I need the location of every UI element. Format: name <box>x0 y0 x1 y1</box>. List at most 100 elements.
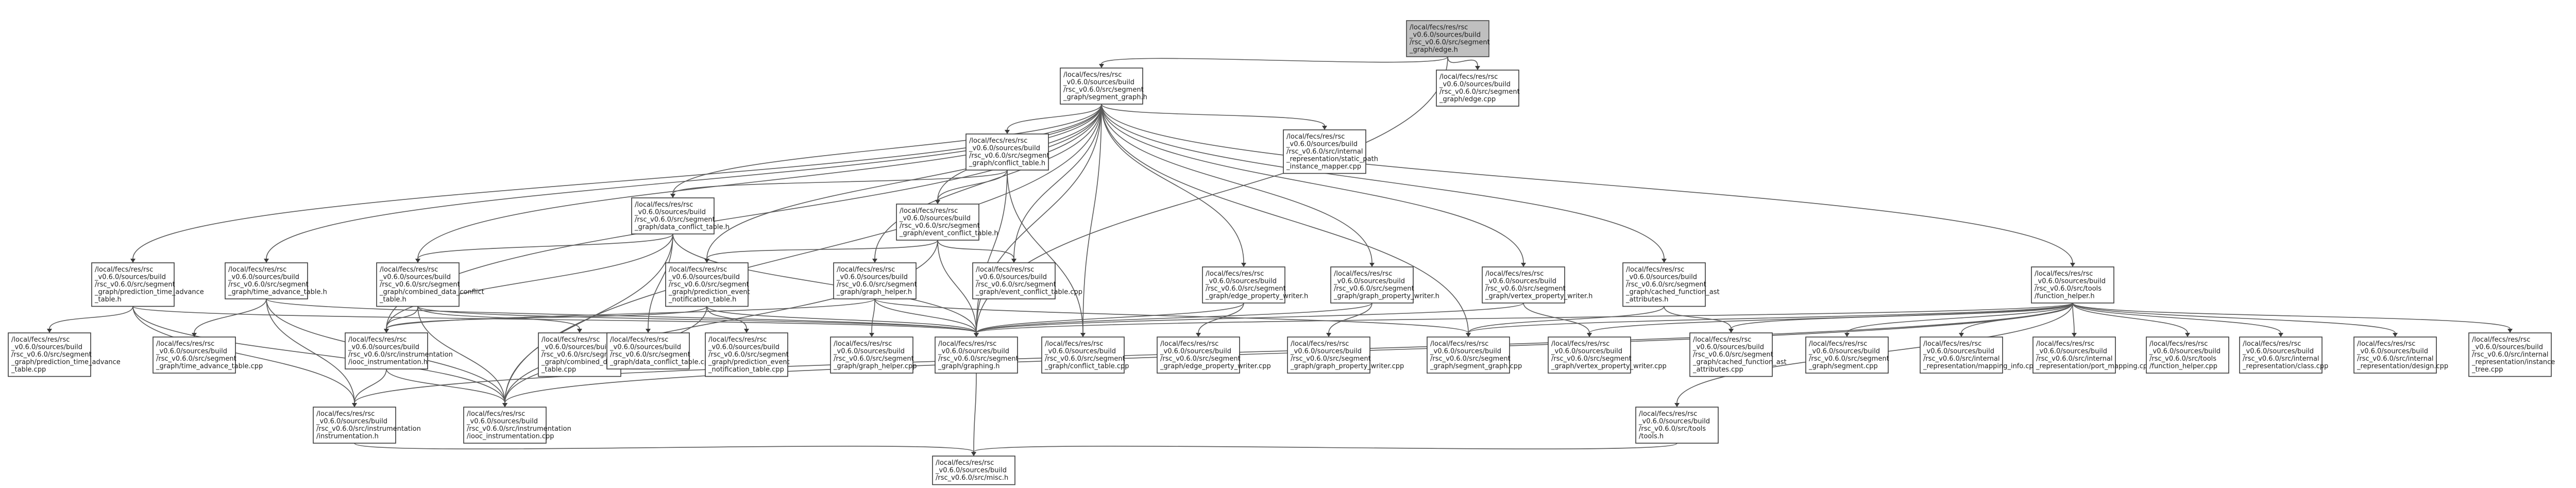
edge-arrowhead <box>971 452 976 456</box>
node-label-line: _graph/vertex_property_writer.cpp <box>1551 363 1667 371</box>
edge-arrowhead <box>1322 126 1327 130</box>
node-label-line: /local/fecs/res/rsc <box>2149 340 2208 348</box>
edge-arrowhead <box>744 329 749 333</box>
node-label-line: /rsc_v0.6.0/src/tools <box>2035 285 2102 293</box>
edge-time-advance-table-h-to-instrumentation-h <box>266 298 355 403</box>
node-event-conflict-table-h[interactable]: /local/fecs/res/rsc_v0.6.0/sources/build… <box>896 204 998 241</box>
node-vertex-property-writer-cpp[interactable]: /local/fecs/res/rsc_v0.6.0/sources/build… <box>1548 336 1667 374</box>
node-edge-property-writer-h[interactable]: /local/fecs/res/rsc_v0.6.0/sources/build… <box>1202 266 1308 304</box>
edge-arrowhead <box>264 259 269 263</box>
edge-arrowhead <box>935 200 940 204</box>
edge-prediction-time-advance-h-to-prediction-time-advance-cpp <box>49 306 133 329</box>
node-class-cpp[interactable]: /local/fecs/res/rsc_v0.6.0/sources/build… <box>2239 336 2328 374</box>
node-function-helper-h[interactable]: /local/fecs/res/rsc_v0.6.0/sources/build… <box>2031 266 2114 304</box>
node-prediction-time-advance-h[interactable]: /local/fecs/res/rsc_v0.6.0/sources/build… <box>91 262 204 307</box>
node-label-line: _graph/cached_function_ast <box>1625 289 1720 296</box>
node-label-line: _tree.cpp <box>2471 366 2503 374</box>
node-prediction-time-advance-cpp[interactable]: /local/fecs/res/rsc_v0.6.0/sources/build… <box>8 332 121 377</box>
edge-combined-data-conflict-h-to-iooc-instrumentation-cpp <box>417 306 505 403</box>
node-label-line: _graph/combined_data_conflict <box>379 289 484 296</box>
node-label-line: /rsc_v0.6.0/src/segment <box>1291 355 1371 363</box>
node-prediction-event-cpp[interactable]: /local/fecs/res/rsc_v0.6.0/sources/build… <box>705 332 790 377</box>
node-combined-data-conflict-h[interactable]: /local/fecs/res/rsc_v0.6.0/sources/build… <box>376 262 484 307</box>
edge-arrowhead <box>1080 333 1086 337</box>
node-static-path-mapper[interactable]: /local/fecs/res/rsc_v0.6.0/sources/build… <box>1283 129 1378 174</box>
edge-arrowhead <box>2072 333 2077 337</box>
node-graphing-h[interactable]: /local/fecs/res/rsc_v0.6.0/sources/build… <box>935 336 1019 374</box>
node-label-line: /local/fecs/res/rsc <box>467 410 525 418</box>
edge-arrowhead <box>2393 333 2398 337</box>
node-segment-cpp[interactable]: /local/fecs/res/rsc_v0.6.0/sources/build… <box>1805 336 1889 374</box>
node-label-line: _graph/edge.cpp <box>1439 96 1496 104</box>
edge-function-helper-h-to-class-cpp <box>2072 302 2281 333</box>
node-label-line: /rsc_v0.6.0/src/segment <box>635 216 715 224</box>
node-graph-property-writer-h[interactable]: /local/fecs/res/rsc_v0.6.0/sources/build… <box>1330 266 1439 304</box>
edge-event-conflict-table-h-to-graphing-h <box>937 240 977 333</box>
node-misc-h[interactable]: /local/fecs/res/rsc_v0.6.0/sources/build… <box>932 456 1015 485</box>
edge-iooc-instrumentation-h-to-instrumentation-h <box>354 368 387 403</box>
node-cached-function-attr-cpp[interactable]: /local/fecs/res/rsc_v0.6.0/sources/build… <box>1689 332 1787 377</box>
node-label-line: _v0.6.0/sources/build <box>938 348 1009 356</box>
node-conflict-table-h[interactable]: /local/fecs/res/rsc_v0.6.0/sources/build… <box>965 133 1049 171</box>
node-box <box>1920 336 2003 374</box>
edges <box>47 56 2513 456</box>
node-box <box>965 133 1049 171</box>
edge-arrowhead <box>1475 66 1480 70</box>
node-label-line: /local/fecs/res/rsc <box>936 459 994 467</box>
node-tools-h[interactable]: /local/fecs/res/rsc_v0.6.0/sources/build… <box>1635 407 1719 444</box>
node-mapping-info-cpp[interactable]: /local/fecs/res/rsc_v0.6.0/sources/build… <box>1920 336 2038 374</box>
node-edge-h[interactable]: /local/fecs/res/rsc_v0.6.0/sources/build… <box>1406 20 1490 57</box>
node-iooc-instrumentation-cpp[interactable]: /local/fecs/res/rsc_v0.6.0/sources/build… <box>463 407 571 444</box>
edge-vertex-property-writer-h-to-vertex-property-writer-cpp <box>1523 302 1590 333</box>
node-box <box>833 262 917 299</box>
node-instrumentation-h[interactable]: /local/fecs/res/rsc_v0.6.0/sources/build… <box>313 407 421 444</box>
node-label-line: _graph/segment_graph.h <box>1063 94 1147 102</box>
edge-conflict-table-h-to-event-conflict-table-h <box>937 170 1008 200</box>
node-label-line: /rsc_v0.6.0/src/segment <box>228 281 309 289</box>
node-time-advance-table-cpp[interactable]: /local/fecs/res/rsc_v0.6.0/sources/build… <box>152 336 263 374</box>
edge-function-helper-h-to-instance-tree-cpp <box>2072 302 2511 329</box>
node-label-line: /local/fecs/res/rsc <box>1160 340 1218 348</box>
node-iooc-instrumentation-h[interactable]: /local/fecs/res/rsc_v0.6.0/sources/build… <box>345 332 453 369</box>
node-conflict-table-cpp[interactable]: /local/fecs/res/rsc_v0.6.0/sources/build… <box>1041 336 1129 374</box>
node-edge-property-writer-cpp[interactable]: /local/fecs/res/rsc_v0.6.0/sources/build… <box>1157 336 1271 374</box>
node-box <box>345 332 428 369</box>
node-vertex-property-writer-h[interactable]: /local/fecs/res/rsc_v0.6.0/sources/build… <box>1482 266 1592 304</box>
edge-function-helper-h-to-design-cpp <box>2072 302 2396 333</box>
edge-arrowhead <box>646 329 651 333</box>
node-data-conflict-table-cpp[interactable]: /local/fecs/res/rsc_v0.6.0/sources/build… <box>606 332 713 369</box>
edge-arrowhead <box>1099 64 1104 68</box>
node-label-line: /rsc_v0.6.0/src/segment <box>669 281 749 289</box>
node-label-line: /local/fecs/res/rsc <box>976 266 1034 274</box>
node-label-line: /rsc_v0.6.0/src/segment <box>1063 86 1144 94</box>
node-box <box>2353 336 2437 374</box>
node-function-helper-cpp[interactable]: /local/fecs/res/rsc_v0.6.0/sources/build… <box>2146 336 2229 374</box>
node-label-line: _graph/conflict_table.h <box>969 160 1045 167</box>
node-graph-property-writer-cpp[interactable]: /local/fecs/res/rsc_v0.6.0/sources/build… <box>1287 336 1404 374</box>
node-event-conflict-table-cpp[interactable]: /local/fecs/res/rsc_v0.6.0/sources/build… <box>972 262 1082 299</box>
node-label-line: /rsc_v0.6.0/src/instrumentation <box>316 425 421 433</box>
edge-arrowhead <box>577 329 582 333</box>
node-label-line: /iooc_instrumentation.h <box>348 359 428 366</box>
node-cached-function-attr-h[interactable]: /local/fecs/res/rsc_v0.6.0/sources/build… <box>1622 262 1720 307</box>
node-box <box>1330 266 1414 304</box>
node-design-cpp[interactable]: /local/fecs/res/rsc_v0.6.0/sources/build… <box>2353 336 2448 374</box>
node-data-conflict-table-h[interactable]: /local/fecs/res/rsc_v0.6.0/sources/build… <box>631 197 730 234</box>
node-label-line: /rsc_v0.6.0/src/internal <box>1286 148 1363 156</box>
node-segment-graph-cpp[interactable]: /local/fecs/res/rsc_v0.6.0/sources/build… <box>1427 336 1522 374</box>
node-label-line: _v0.6.0/sources/build <box>1808 348 1880 356</box>
node-time-advance-table-h[interactable]: /local/fecs/res/rsc_v0.6.0/sources/build… <box>225 262 327 299</box>
node-label-line: /rsc_v0.6.0/src/segment <box>1551 355 1632 363</box>
node-box <box>152 336 236 374</box>
node-box <box>1689 332 1773 377</box>
node-edge-cpp[interactable]: /local/fecs/res/rsc_v0.6.0/sources/build… <box>1436 70 1520 107</box>
node-prediction-event-h[interactable]: /local/fecs/res/rsc_v0.6.0/sources/build… <box>665 262 750 307</box>
edge-segment-graph-h-to-combined-data-conflict-h <box>417 104 1102 259</box>
node-instance-tree-cpp[interactable]: /local/fecs/res/rsc_v0.6.0/sources/build… <box>2468 332 2555 377</box>
node-graph-helper-h[interactable]: /local/fecs/res/rsc_v0.6.0/sources/build… <box>833 262 917 299</box>
edge-arrowhead <box>1521 263 1526 267</box>
node-port-mapping-cpp[interactable]: /local/fecs/res/rsc_v0.6.0/sources/build… <box>2032 336 2151 374</box>
node-segment-graph-h[interactable]: /local/fecs/res/rsc_v0.6.0/sources/build… <box>1060 68 1147 105</box>
node-label-line: /local/fecs/res/rsc <box>1430 340 1488 348</box>
node-graph-helper-cpp[interactable]: /local/fecs/res/rsc_v0.6.0/sources/build… <box>830 336 917 374</box>
